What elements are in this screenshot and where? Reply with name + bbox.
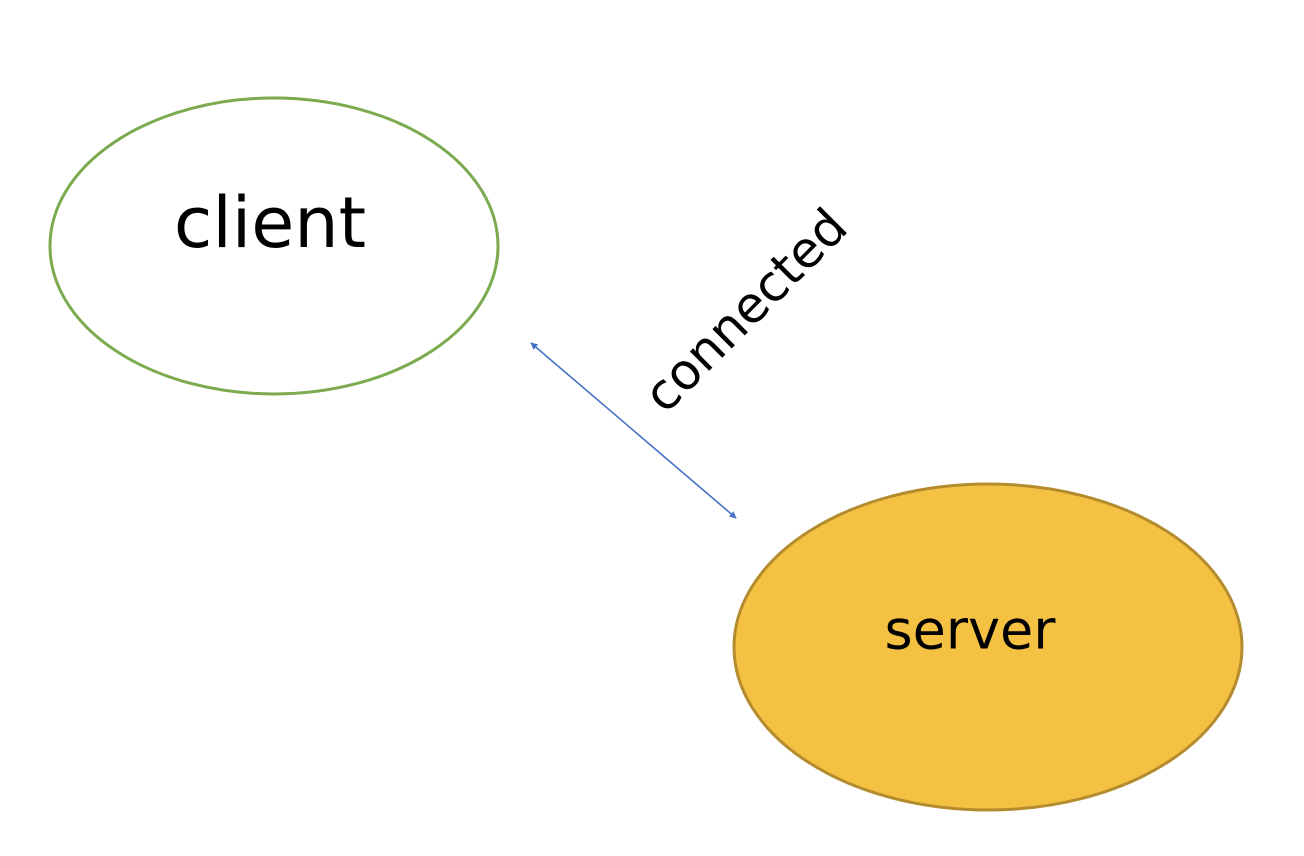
- connection-edge: connected: [530, 197, 859, 519]
- server-label: server: [885, 599, 1057, 662]
- client-label: client: [174, 182, 366, 264]
- connection-arrow: [530, 342, 737, 519]
- server-node[interactable]: server: [732, 482, 1244, 812]
- client-ellipse: [48, 96, 500, 396]
- server-ellipse: [732, 482, 1244, 812]
- client-node[interactable]: client: [48, 96, 500, 396]
- connection-label: connected: [632, 197, 858, 423]
